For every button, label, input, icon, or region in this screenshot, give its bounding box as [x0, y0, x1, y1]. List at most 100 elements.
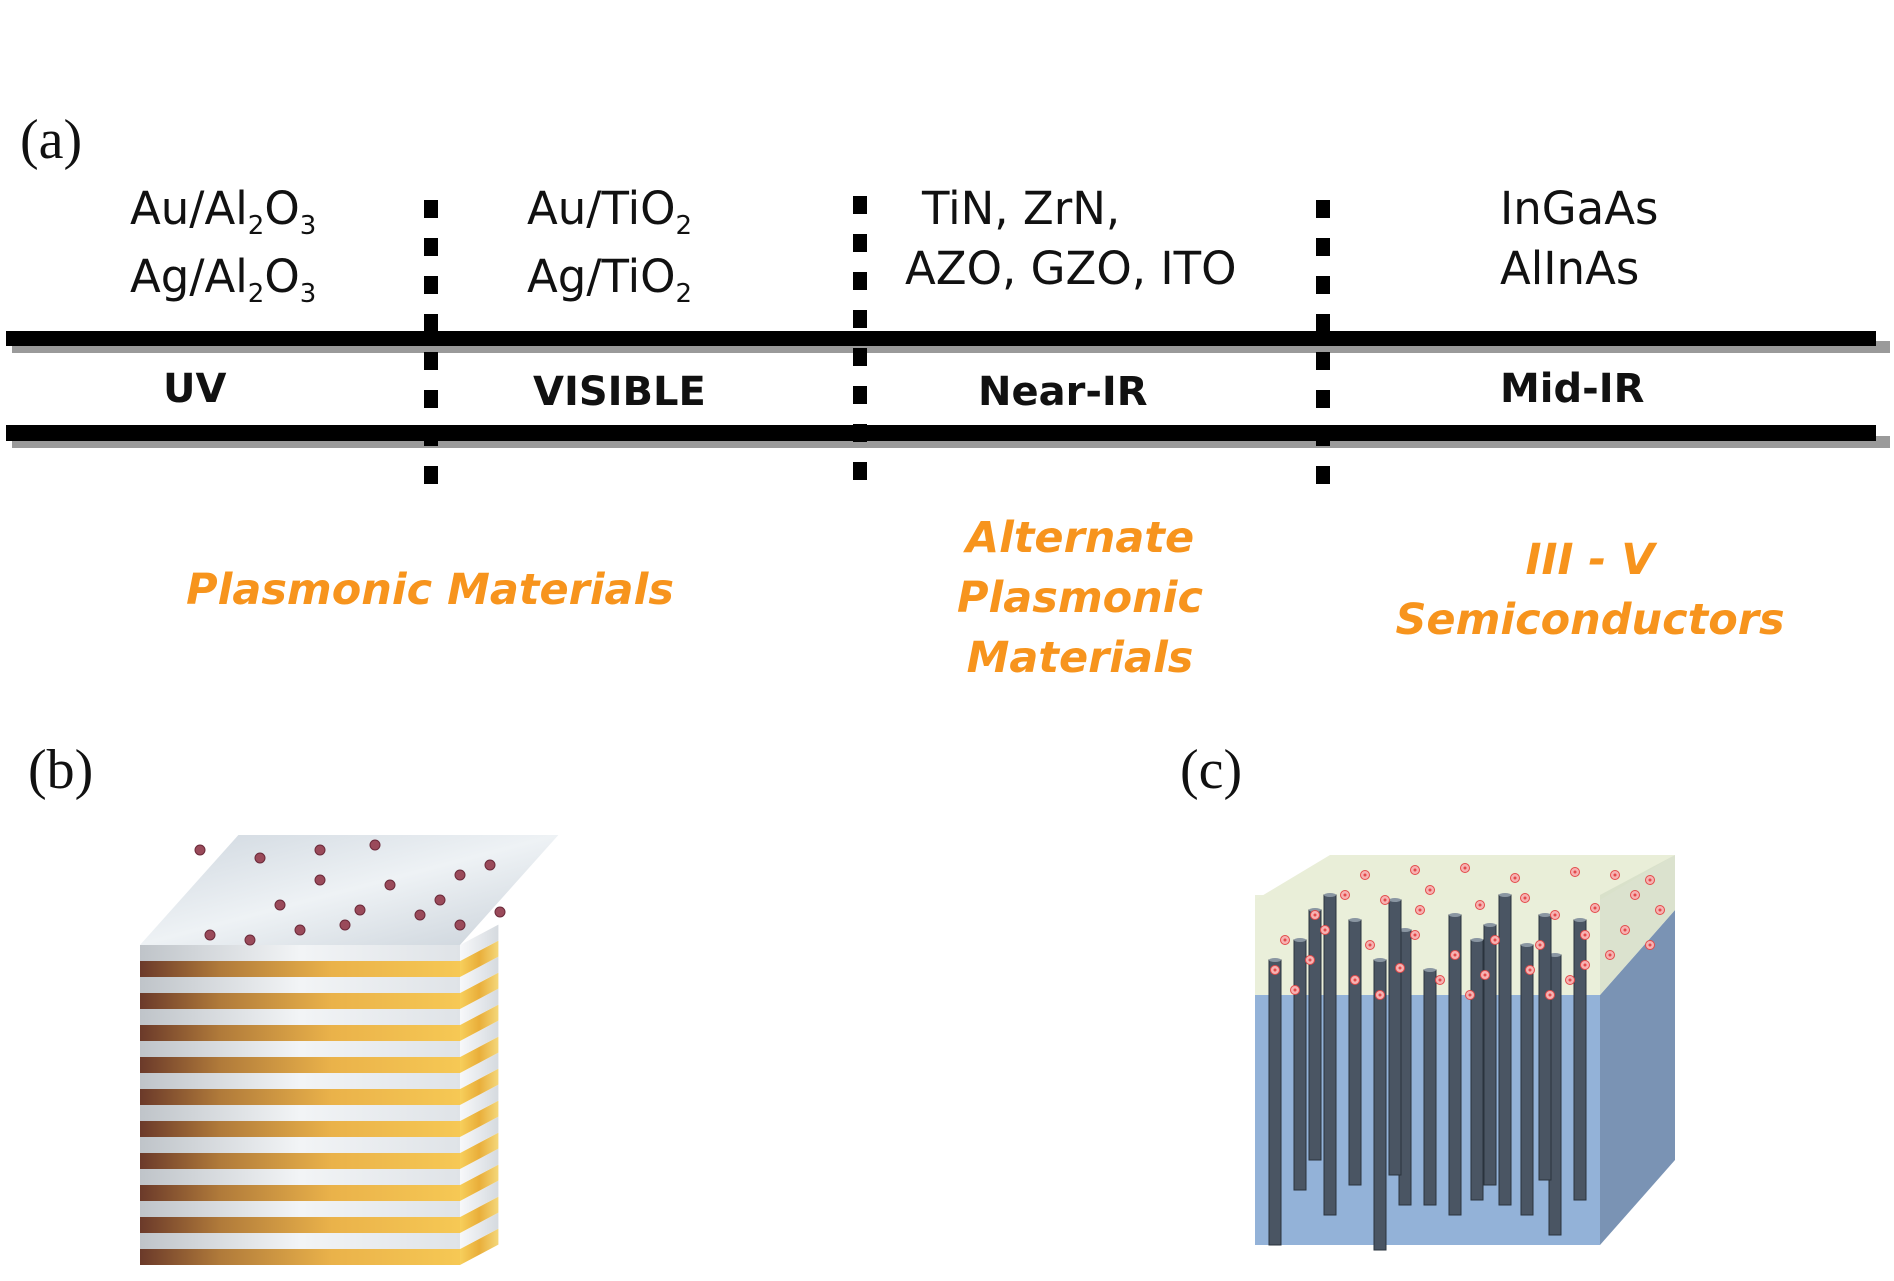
nanoparticle-core	[1323, 928, 1327, 932]
multilayer-metamaterial-illustration	[140, 835, 559, 1265]
nanoparticle	[354, 904, 366, 916]
nanoparticle-core	[1313, 913, 1317, 917]
nanowire-tip	[1294, 938, 1306, 942]
material-azo-gzo-ito: AZO, GZO, ITO	[905, 242, 1237, 295]
nanoparticle	[434, 894, 446, 906]
nanoparticle	[454, 869, 466, 881]
nanoparticle-core	[1413, 868, 1417, 872]
near-ir-materials: TiN, ZrN, AZO, GZO, ITO	[905, 186, 1237, 291]
nanowire-tip	[1539, 913, 1551, 917]
gold-layer	[140, 993, 460, 1009]
gold-layer-side	[460, 940, 499, 977]
dielectric-layer	[140, 945, 460, 961]
dielectric-layer	[140, 1073, 460, 1089]
nanowire	[1483, 924, 1497, 1186]
divider-nearir-midir	[1316, 200, 1330, 504]
gold-layer-side	[460, 1132, 499, 1169]
nanoparticle-core	[1283, 938, 1287, 942]
nanoparticle-core	[1658, 908, 1662, 912]
nanoparticle-core	[1463, 866, 1467, 870]
top-film-side	[1600, 855, 1675, 995]
nanoparticle-core	[1583, 933, 1587, 937]
mid-ir-materials: InGaAs AlInAs	[1500, 186, 1658, 291]
nanoparticle-core	[1453, 953, 1457, 957]
gold-layer	[140, 1153, 460, 1169]
nanowire-tip	[1499, 893, 1511, 897]
nanoparticle	[244, 934, 256, 946]
nanowire	[1293, 939, 1307, 1191]
multilayer-stack	[140, 924, 499, 1265]
nanoparticle-core	[1398, 966, 1402, 970]
nanoparticle-core	[1573, 870, 1577, 874]
band-label-mid-ir: Mid-IR	[1500, 366, 1645, 412]
nanoparticle-core	[1623, 928, 1627, 932]
nanoparticle	[369, 839, 381, 851]
nanoparticle-core	[1428, 888, 1432, 892]
material-ingaas: InGaAs	[1500, 182, 1659, 235]
category-alternate-plasmonic: Alternate Plasmonic Materials	[930, 508, 1230, 688]
category-semiconductors-line2: Semiconductors	[1395, 595, 1785, 645]
nanoparticle-core	[1538, 943, 1542, 947]
dielectric-layer-side	[460, 1148, 499, 1185]
nanowire-tip	[1449, 913, 1461, 917]
nanowire	[1470, 939, 1484, 1201]
material-ag-al2o3: Ag/Al2O3	[130, 250, 317, 309]
divider-visible-nearir	[853, 196, 867, 500]
nanoparticle	[494, 906, 506, 918]
nanoparticle	[254, 852, 266, 864]
material-alinas: AlInAs	[1500, 242, 1640, 295]
nanoparticle-core	[1363, 873, 1367, 877]
top-film-top	[1255, 855, 1675, 900]
dielectric-layer-side	[460, 924, 499, 961]
category-alternate-line1: Alternate	[965, 513, 1195, 563]
band-label-visible: VISIBLE	[533, 369, 706, 415]
nanoparticle-core	[1528, 968, 1532, 972]
nanoparticle-core	[1593, 906, 1597, 910]
nanoparticle-core	[1438, 978, 1442, 982]
visible-materials: Au/TiO2 Ag/TiO2	[527, 186, 692, 307]
nanoparticle-core	[1343, 893, 1347, 897]
nanoparticle-core	[1568, 978, 1572, 982]
panel-label-c: (c)	[1180, 739, 1243, 801]
gold-layer	[140, 1025, 460, 1041]
nanoparticle	[384, 879, 396, 891]
nanoparticle	[454, 919, 466, 931]
nanowire	[1323, 894, 1337, 1216]
nanowire-tip	[1484, 923, 1496, 927]
material-au-tio2: Au/TiO2	[527, 182, 693, 241]
gold-layer	[140, 1089, 460, 1105]
gold-layer-side	[460, 1036, 499, 1073]
nanowire-tip	[1389, 898, 1401, 902]
dielectric-layer-side	[460, 1212, 499, 1249]
gold-layer	[140, 1185, 460, 1201]
nanoparticle-core	[1613, 873, 1617, 877]
category-alternate-line2: Plasmonic	[956, 573, 1204, 623]
dielectric-layer-side	[460, 1116, 499, 1153]
nanoparticle-core	[1478, 903, 1482, 907]
nanoparticle-core	[1353, 978, 1357, 982]
nanowire	[1373, 959, 1387, 1251]
nanowire-tip	[1399, 928, 1411, 932]
nanowire	[1538, 914, 1552, 1181]
category-plasmonic-materials: Plasmonic Materials	[186, 565, 674, 615]
nanowire-array-illustration	[1255, 855, 1675, 1251]
dielectric-layer	[140, 1169, 460, 1185]
nanoparticle	[339, 919, 351, 931]
nanoparticle-core	[1493, 938, 1497, 942]
gold-layer	[140, 1249, 460, 1265]
nanowire	[1388, 899, 1402, 1176]
bottom-spectrum-bar	[6, 425, 1876, 441]
gold-layer-side	[460, 1068, 499, 1105]
nanoparticle-core	[1553, 913, 1557, 917]
nanowire	[1498, 894, 1512, 1206]
dielectric-layer-side	[460, 1052, 499, 1089]
nanoparticle-core	[1648, 878, 1652, 882]
category-iii-v-semiconductors: III - V Semiconductors	[1380, 530, 1800, 650]
nanowire-tip	[1349, 918, 1361, 922]
nanoparticle-core	[1418, 908, 1422, 912]
nanowire	[1308, 909, 1322, 1161]
nanoparticle	[414, 909, 426, 921]
gold-layer	[140, 1121, 460, 1137]
gold-layer-side	[460, 1196, 499, 1233]
panel-label-b: (b)	[28, 739, 94, 801]
